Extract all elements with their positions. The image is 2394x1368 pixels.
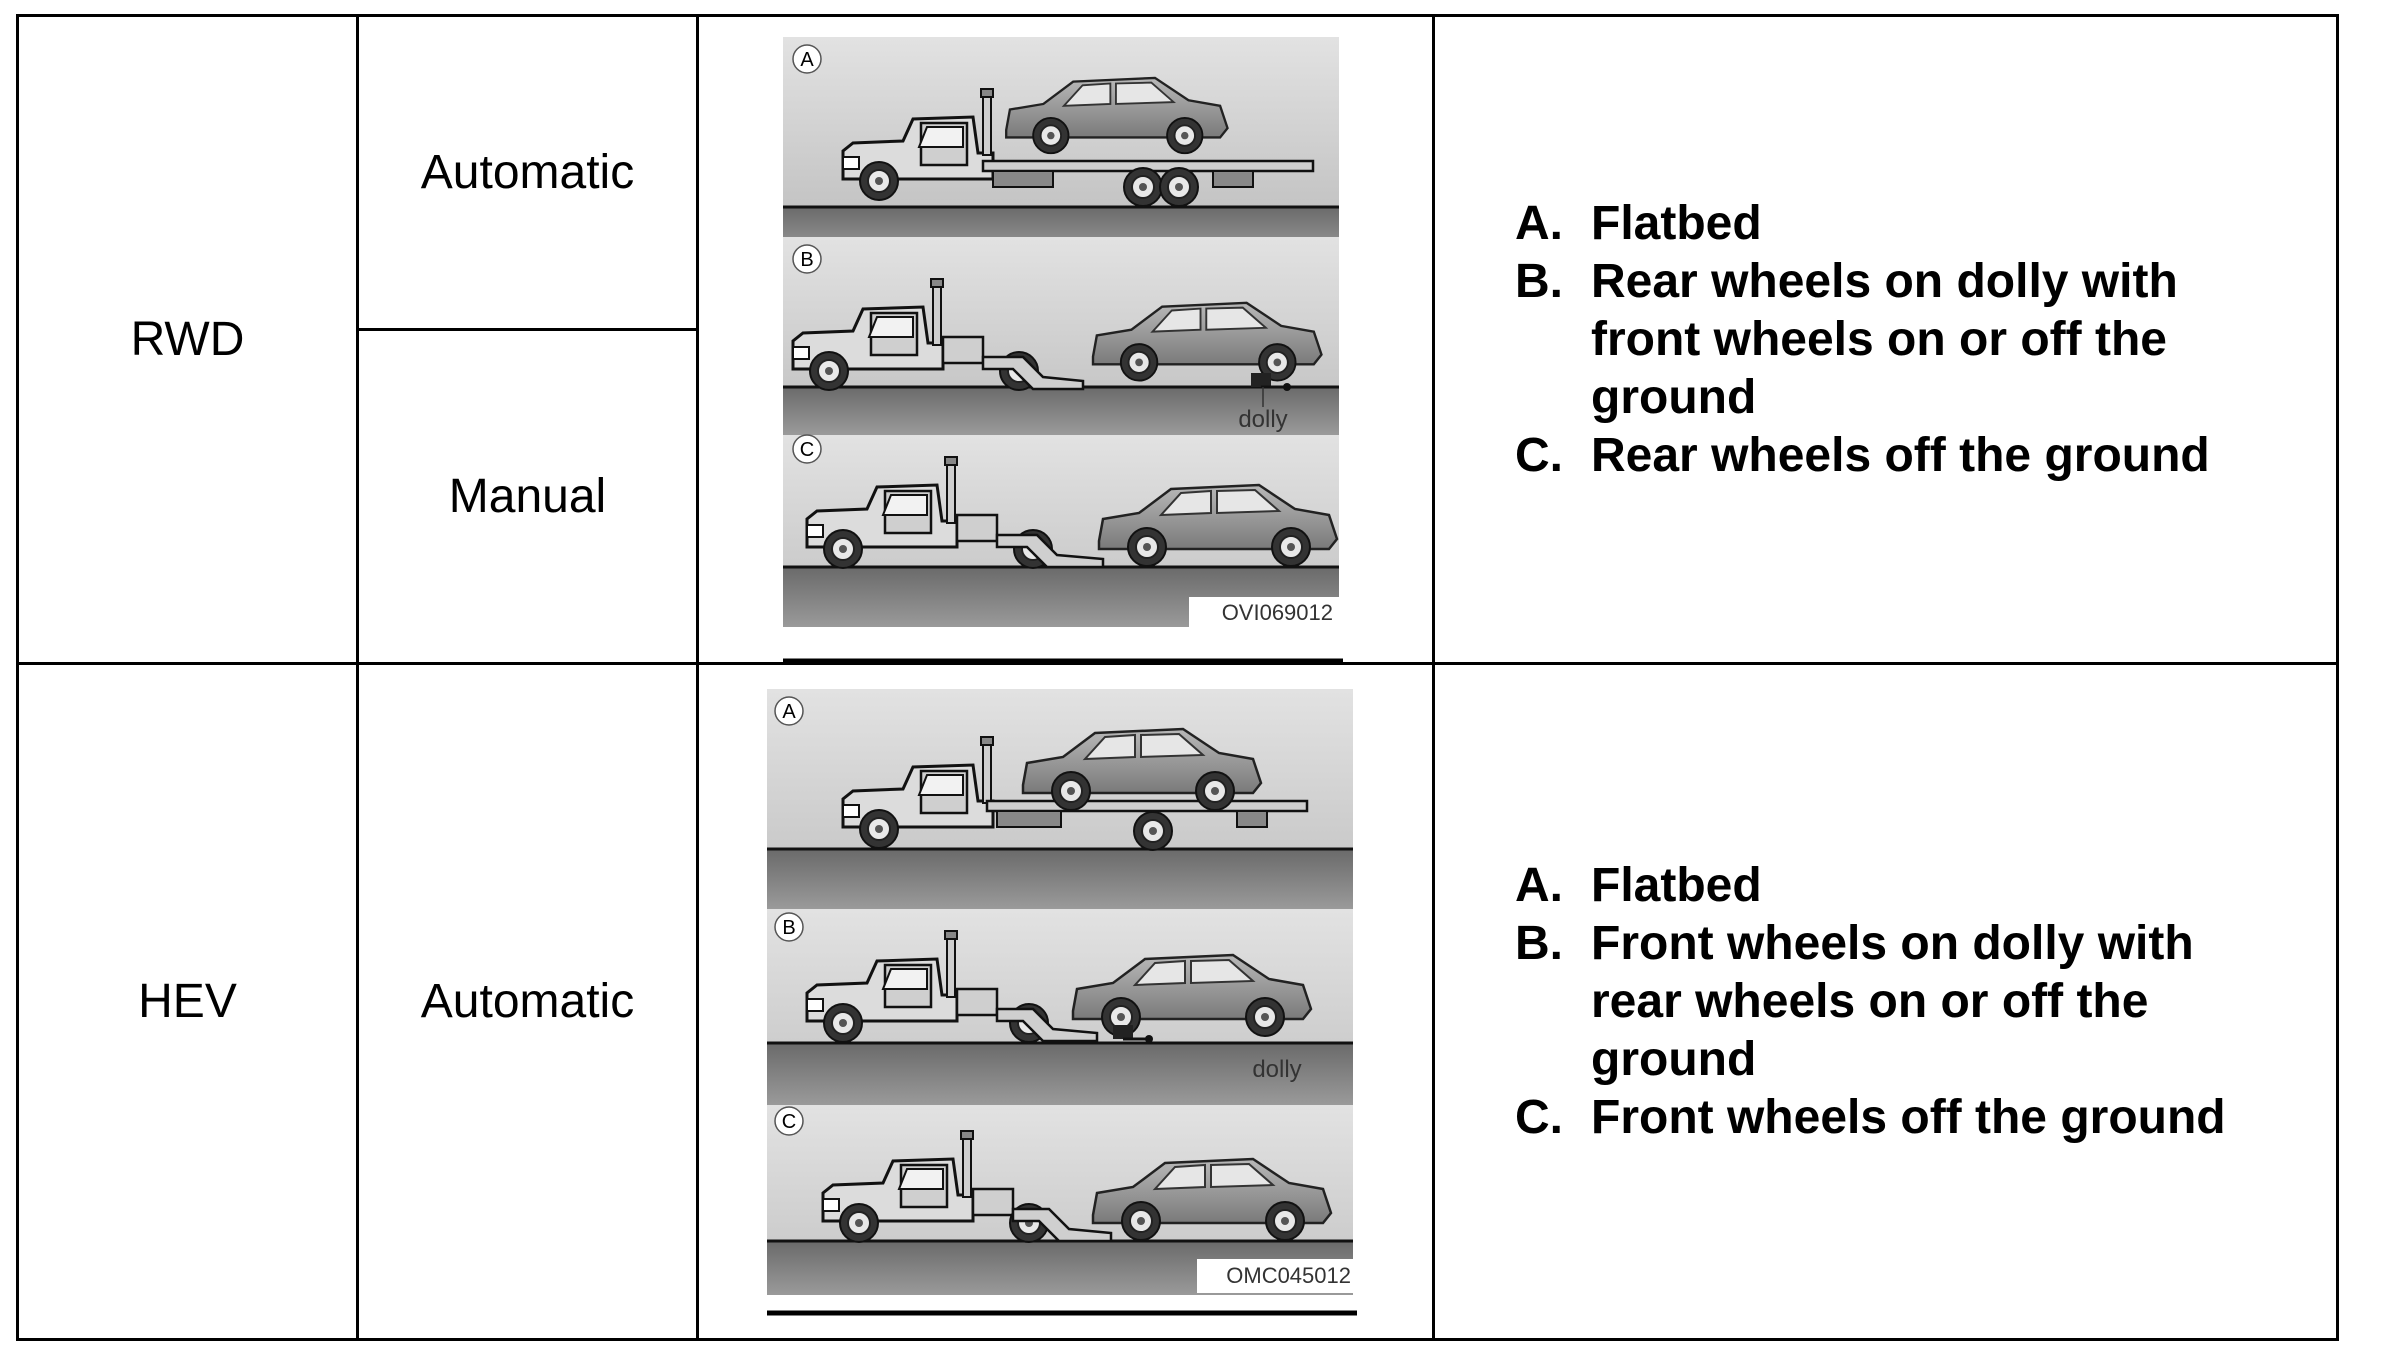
towing-methods-cell: A.Flatbed B.Front wheels on dolly with r… bbox=[1432, 662, 2339, 1341]
panel-b-dolly: B dolly bbox=[783, 237, 1339, 435]
towing-methods-cell: A.Flatbed B.Rear wheels on dolly with fr… bbox=[1432, 14, 2339, 665]
panel-c-wheel-lift: C OVI069012 bbox=[783, 434, 1339, 627]
figure-code: OMC045012 bbox=[1226, 1263, 1351, 1288]
table-row-rwd-manual: Manual bbox=[18, 328, 2338, 665]
panel-c-wheel-lift: C OMC045012 bbox=[767, 1105, 1353, 1295]
drive-type-cell: RWD bbox=[16, 14, 359, 665]
towing-figure-hev: A B bbox=[767, 689, 1357, 1316]
panel-letter-a: A bbox=[782, 701, 796, 723]
panel-letter-b: B bbox=[800, 249, 813, 271]
dolly-label: dolly bbox=[1238, 406, 1287, 433]
towing-methods-list: A.Flatbed B.Front wheels on dolly with r… bbox=[1435, 857, 2336, 1147]
transmission-cell: Manual bbox=[356, 328, 699, 665]
panel-b-dolly: B dolly bbox=[767, 909, 1353, 1109]
table-row-rwd-automatic: RWD Automatic A bbox=[16, 14, 2339, 665]
list-item: C.Front wheels off the ground bbox=[1515, 1090, 2226, 1144]
list-item: C.Rear wheels off the ground bbox=[1515, 428, 2210, 482]
list-item: B.Front wheels on dolly with rear wheels… bbox=[1515, 916, 2194, 1086]
towing-table: RWD Automatic A bbox=[16, 14, 2339, 1341]
panel-letter-b: B bbox=[782, 917, 795, 939]
table-row-hev-automatic: HEV Automatic A bbox=[16, 662, 2339, 1341]
panel-letter-c: C bbox=[800, 439, 814, 461]
towing-methods-list: A.Flatbed B.Rear wheels on dolly with fr… bbox=[1435, 195, 2336, 485]
drive-type-cell: HEV bbox=[16, 662, 359, 1341]
dolly-label: dolly bbox=[1252, 1056, 1301, 1083]
list-item: A.Flatbed bbox=[1515, 196, 1762, 250]
panel-a-flatbed: A bbox=[767, 689, 1353, 909]
towing-figure-rwd: A B bbox=[783, 37, 1343, 664]
transmission-cell: Automatic bbox=[356, 662, 699, 1341]
figure-code: OVI069012 bbox=[1222, 600, 1333, 625]
panel-a-flatbed: A bbox=[783, 37, 1339, 255]
panel-letter-c: C bbox=[782, 1111, 796, 1133]
towing-illustration-hev: A B bbox=[696, 662, 1435, 1341]
transmission-cell: Automatic bbox=[356, 14, 699, 331]
list-item: B.Rear wheels on dolly with front wheels… bbox=[1515, 254, 2178, 424]
panel-letter-a: A bbox=[800, 49, 814, 71]
towing-illustration-rwd: A B bbox=[696, 14, 1435, 665]
list-item: A.Flatbed bbox=[1515, 858, 1762, 912]
